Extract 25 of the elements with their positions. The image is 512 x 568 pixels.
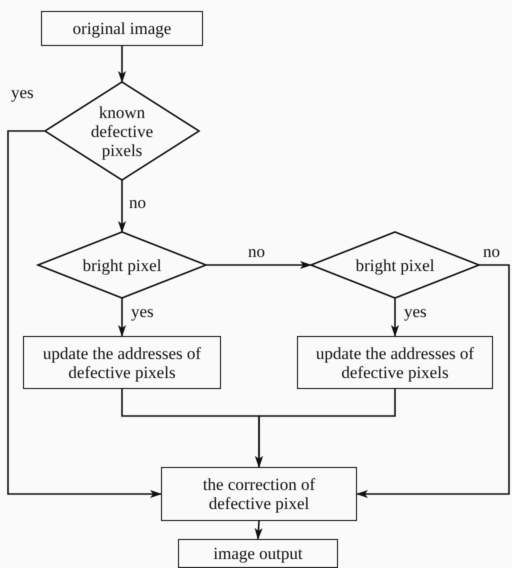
process-box <box>297 336 493 389</box>
node-text: update the addresses of defective pixels <box>314 344 476 382</box>
node-text: the correction of defective pixel <box>202 475 316 513</box>
process-box <box>23 336 221 389</box>
process-box <box>41 11 203 46</box>
arrow <box>254 520 263 540</box>
node-text: bright pixel <box>82 256 162 274</box>
arrow <box>7 130 162 498</box>
arrow <box>255 389 396 468</box>
arrow <box>391 298 399 337</box>
arrow <box>118 298 126 337</box>
decision-diamond <box>38 232 206 298</box>
process-box <box>178 539 338 568</box>
arrow <box>118 46 126 83</box>
process-box <box>161 467 357 521</box>
node-text: update the addresses of defective pixels <box>42 344 202 382</box>
arrow <box>356 264 510 498</box>
decision-diamond <box>311 232 479 298</box>
node-text: known defective pixels <box>90 102 154 160</box>
arrow <box>206 261 312 269</box>
decision-diamond <box>45 82 199 180</box>
arrow <box>118 180 126 233</box>
node-text: bright pixel <box>354 256 436 274</box>
node-text: image output <box>212 544 304 563</box>
node-text: original image <box>72 19 172 38</box>
